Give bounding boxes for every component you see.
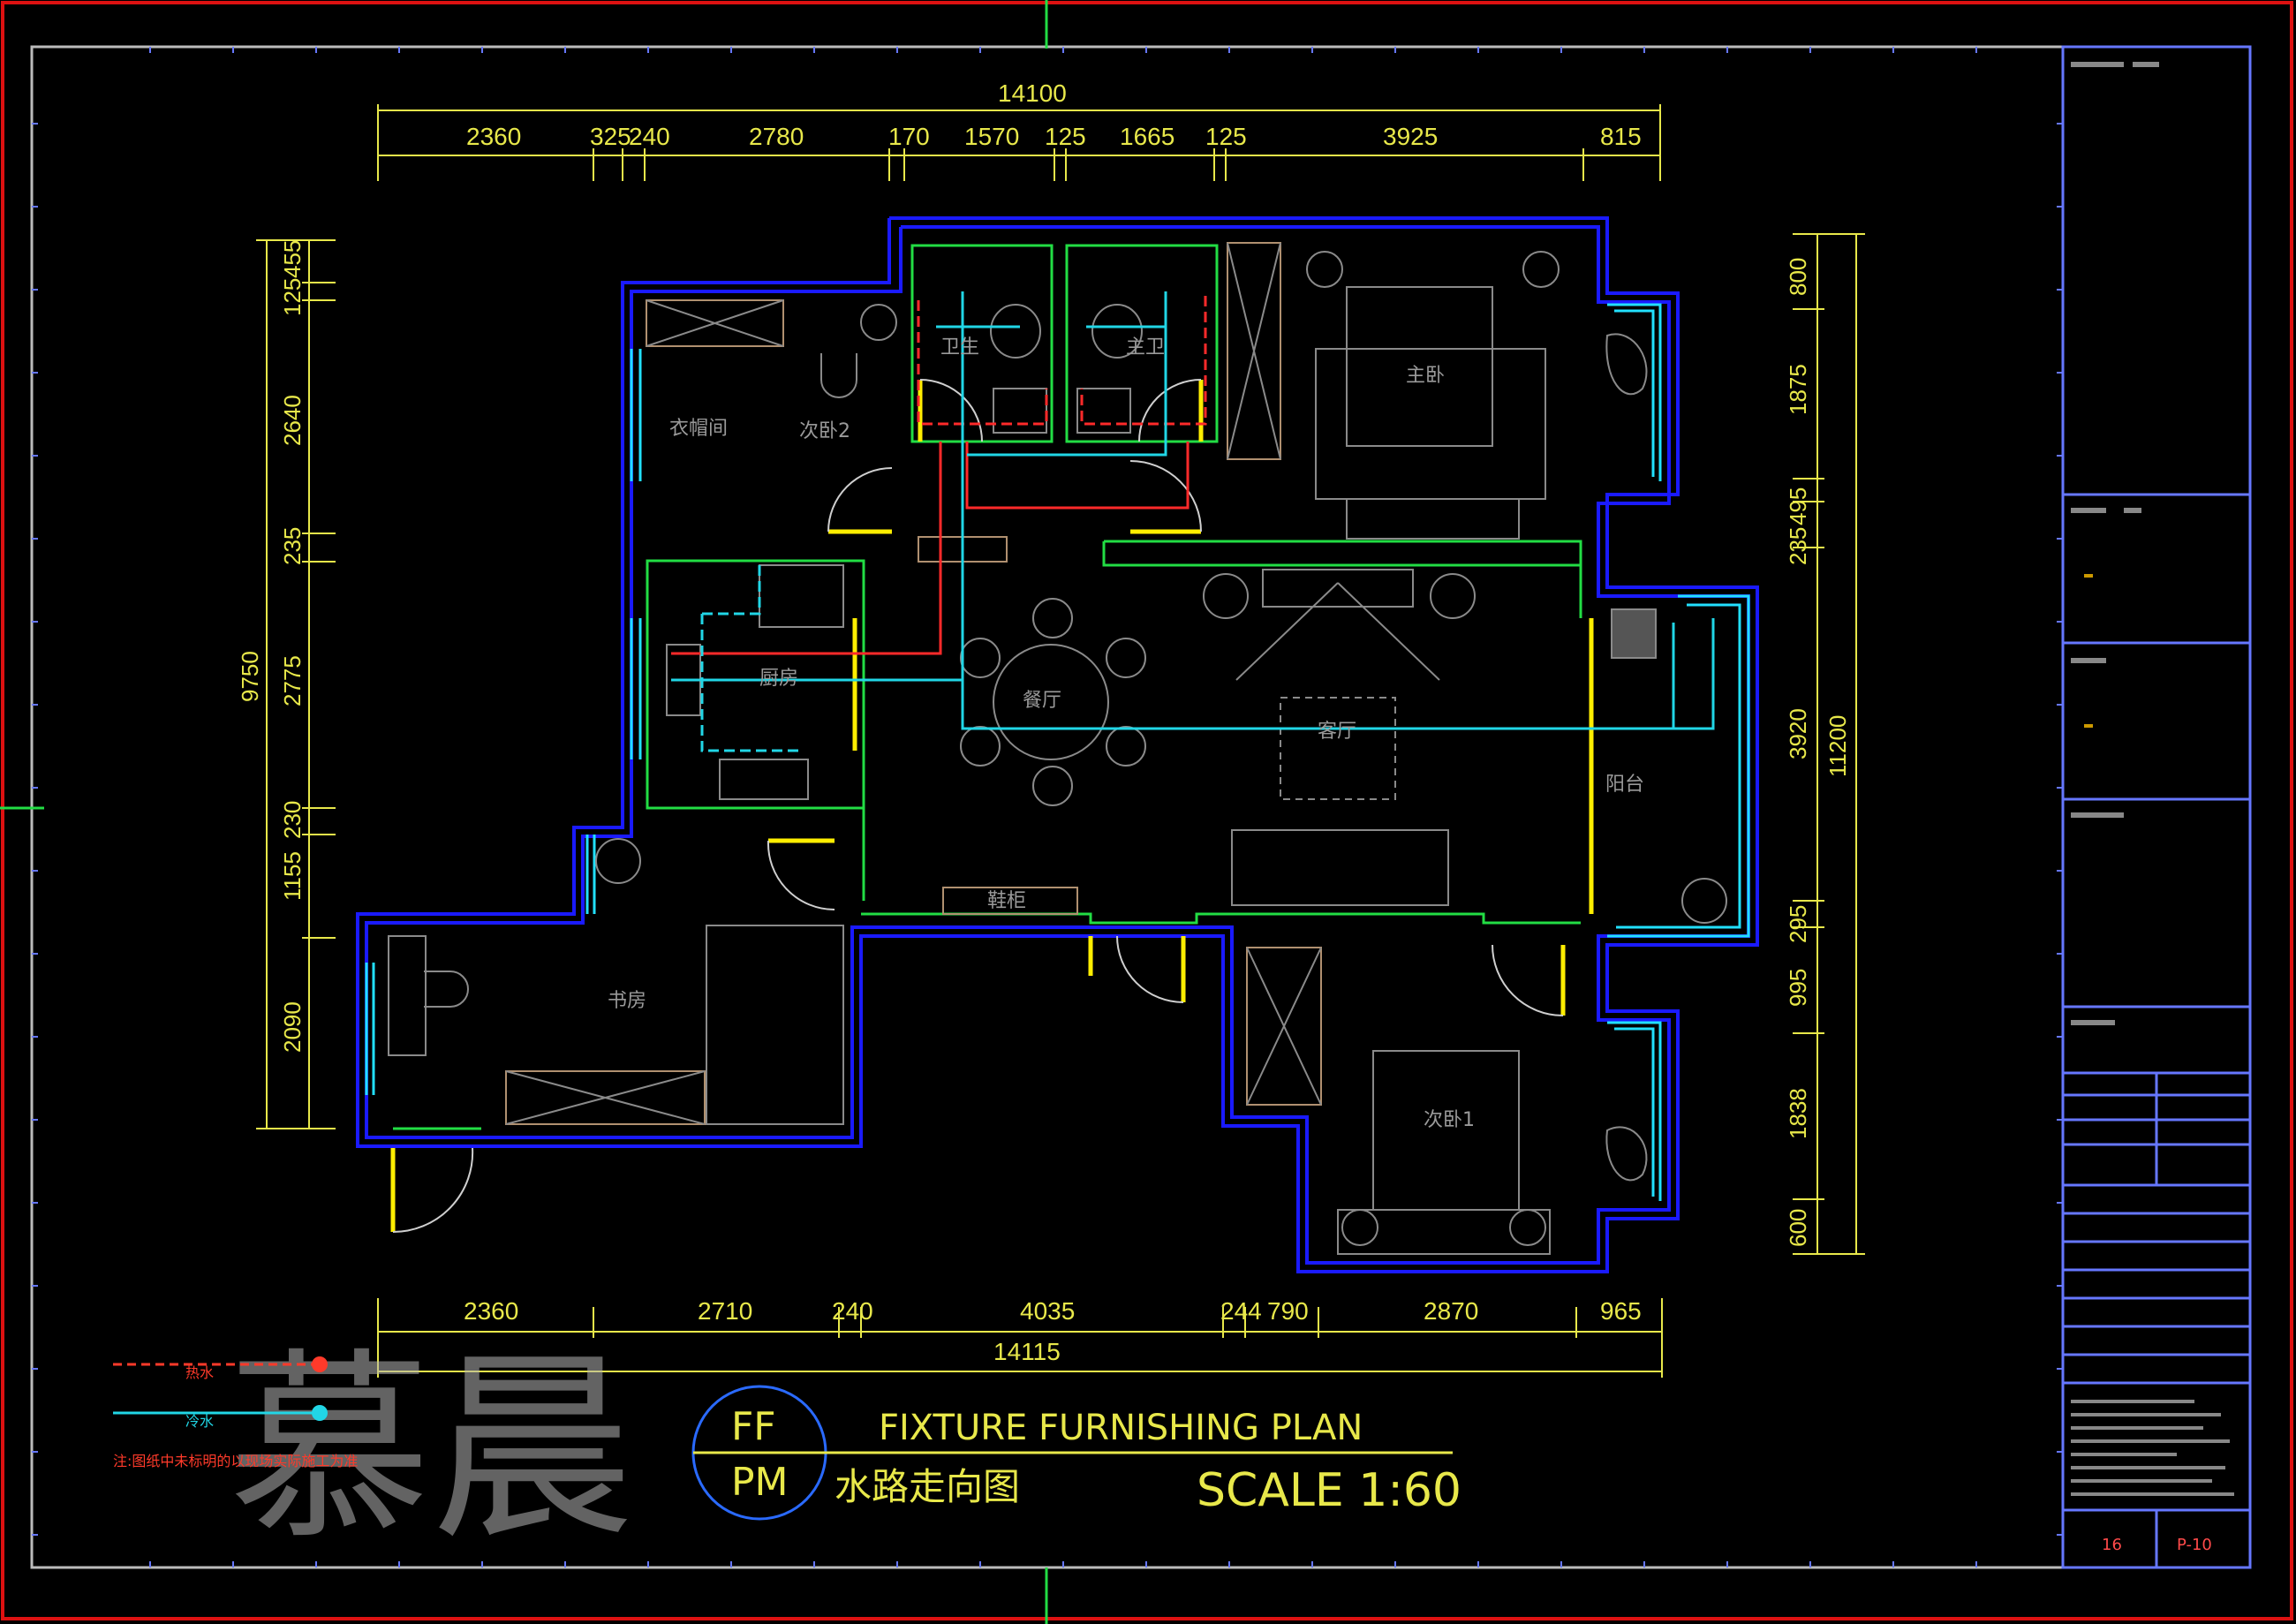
dim-bottom-5: 244: [1220, 1297, 1262, 1325]
water-pipes: [671, 291, 1715, 752]
room-master-bath: 主卫: [1126, 336, 1165, 359]
dim-left-8: 2090: [279, 1001, 306, 1053]
dim-top-total: 14100: [998, 79, 1067, 107]
dim-left-5: 2775: [279, 655, 306, 706]
dim-top-11: 815: [1600, 123, 1642, 150]
room-bedroom: 次卧1: [1424, 1109, 1475, 1131]
dim-right-8: 1838: [1785, 1088, 1811, 1139]
dim-right-9: 600: [1785, 1209, 1811, 1247]
right-dimension-labels: 11200 800 1875 235 495 3920 295 995 1838…: [1785, 258, 1851, 1247]
furniture: [388, 242, 1727, 1255]
dim-bottom-1: 2360: [464, 1297, 518, 1325]
watermark-text: 慕晨: [228, 1332, 634, 1567]
left-dimension-labels: 9750 125 455 2640 235 2775 230 1155 2090: [237, 240, 306, 1053]
dim-left-4: 235: [279, 527, 306, 565]
title-block-text: 16 P-10: [2071, 62, 2234, 1554]
windows: [365, 303, 1750, 1201]
room-cloakroom: 衣帽间: [669, 418, 728, 440]
drawing-code-top: FF: [731, 1404, 776, 1449]
dim-bottom-3: 240: [832, 1297, 873, 1325]
title-block: [2061, 45, 2252, 1569]
dim-top-10: 3925: [1383, 123, 1438, 150]
room-balcony: 阳台: [1605, 774, 1644, 796]
drawing-title: FF PM FIXTURE FURNISHING PLAN 水路走向图 SCAL…: [691, 1385, 1461, 1521]
dim-bottom-4: 4035: [1020, 1297, 1075, 1325]
dim-left-3: 2640: [279, 395, 306, 446]
dim-top-4: 2780: [749, 123, 804, 150]
outer-walls: [356, 216, 1759, 1273]
dim-top-8: 1665: [1120, 123, 1174, 150]
dim-right-total: 11200: [1824, 715, 1851, 777]
room-second-bedroom: 次卧2: [799, 420, 850, 442]
dim-left-1: 125: [279, 278, 306, 316]
dim-right-7: 995: [1785, 969, 1811, 1007]
page-number: 16: [2102, 1536, 2122, 1554]
right-dimensions: [1793, 233, 1865, 1255]
dim-left-2: 455: [279, 240, 306, 278]
inner-walls: [393, 244, 1582, 1130]
legend-hot-water: 热水: [185, 1364, 214, 1381]
dim-bottom-2: 2710: [698, 1297, 752, 1325]
room-labels: 衣帽间 次卧2 卫生 主卫 主卧 厨房 餐厅 客厅 阳台 书房 次卧1 鞋柜: [608, 336, 1644, 1131]
dim-right-3: 235: [1785, 527, 1811, 565]
cold-water-marker-icon: [312, 1405, 328, 1421]
room-dining: 餐厅: [1023, 690, 1061, 712]
drawing-code-bottom: PM: [731, 1460, 789, 1505]
pipe-legend: 热水 冷水 注:图纸中未标明的以现场实际施工为准: [113, 1356, 358, 1469]
dim-top-9: 125: [1205, 123, 1247, 150]
room-shoe-cabinet: 鞋柜: [987, 890, 1026, 912]
bottom-dimension-labels: 2360 2710 240 4035 244 790 2870 965 1411…: [464, 1297, 1642, 1365]
room-master-bedroom: 主卧: [1406, 365, 1445, 387]
room-study: 书房: [608, 990, 646, 1012]
room-guest-bath: 卫生: [940, 336, 979, 359]
dim-right-6: 295: [1785, 905, 1811, 943]
dim-top-3: 240: [629, 123, 670, 150]
dim-bottom-7: 2870: [1424, 1297, 1478, 1325]
dim-left-total: 9750: [237, 651, 263, 702]
dim-right-2: 1875: [1785, 364, 1811, 415]
dim-bottom-6: 790: [1267, 1297, 1309, 1325]
dim-top-5: 170: [888, 123, 930, 150]
drawing-title-en: FIXTURE FURNISHING PLAN: [879, 1408, 1363, 1448]
dim-bottom-total: 14115: [993, 1338, 1061, 1365]
hot-water-marker-icon: [312, 1356, 328, 1372]
dim-right-1: 800: [1785, 258, 1811, 296]
left-dimensions: [256, 239, 336, 1129]
drawing-number: P-10: [2177, 1536, 2212, 1554]
dim-right-4: 495: [1785, 487, 1811, 525]
room-living: 客厅: [1318, 721, 1356, 743]
room-kitchen: 厨房: [759, 668, 798, 690]
top-dimension-labels: 14100 2360 325 240 2780 170 1570 125 166…: [466, 79, 1642, 150]
border-ticks: [32, 47, 2063, 1567]
bottom-dimensions: [377, 1298, 1663, 1378]
legend-cold-water: 冷水: [185, 1413, 214, 1430]
dim-top-7: 125: [1045, 123, 1086, 150]
dim-left-7: 1155: [279, 851, 306, 901]
dim-right-5: 3920: [1785, 708, 1811, 759]
drawing-title-cn: 水路走向图: [835, 1465, 1020, 1508]
legend-note: 注:图纸中未标明的以现场实际施工为准: [113, 1453, 358, 1469]
dim-top-2: 325: [590, 123, 631, 150]
dim-bottom-8: 965: [1600, 1297, 1642, 1325]
top-dimensions: [377, 104, 1661, 181]
dim-left-6: 230: [279, 801, 306, 839]
dim-top-1: 2360: [466, 123, 521, 150]
dim-top-6: 1570: [964, 123, 1019, 150]
drawing-scale: SCALE 1:60: [1197, 1464, 1461, 1517]
